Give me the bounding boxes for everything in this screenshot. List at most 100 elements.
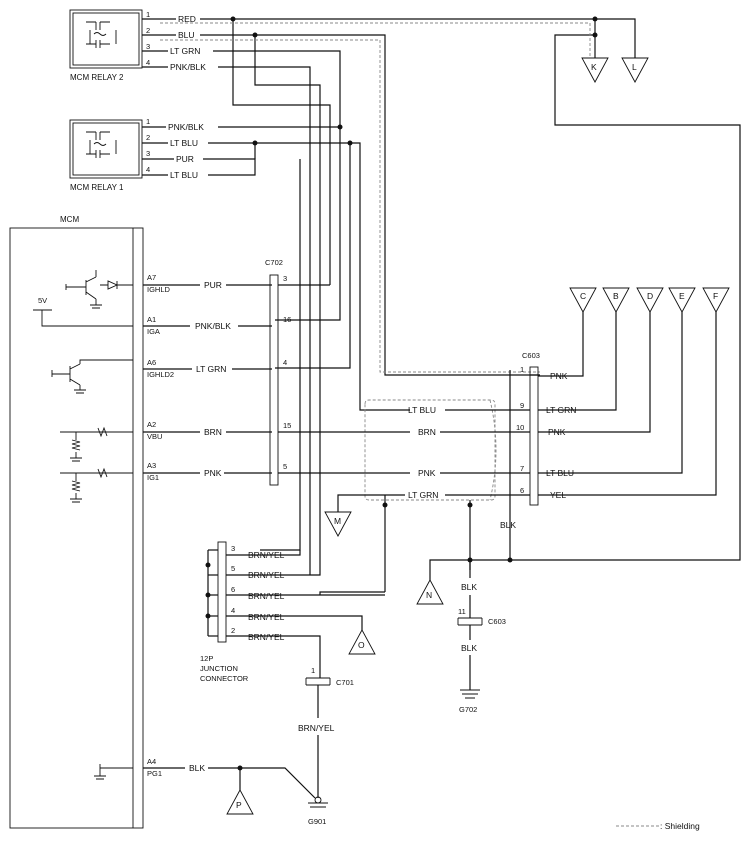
relay1-wire-pur: PUR (176, 154, 194, 164)
svg-text:B: B (613, 291, 619, 301)
relay2-pin-1: 1 (146, 10, 150, 19)
mcm-pin-a3: A3 (147, 461, 156, 470)
relay1-pin-2: 2 (146, 133, 150, 142)
c603-lower-label: C603 (488, 617, 506, 626)
c702-pin-3: 3 (283, 274, 287, 283)
c702-pin-5: 5 (283, 462, 287, 471)
mcm-title: MCM (60, 215, 79, 224)
c603-right-pin-1: 1 (520, 365, 524, 374)
relay1-title: MCM RELAY 1 (70, 183, 124, 192)
relay1-wire-ltblu: LT BLU (170, 138, 198, 148)
junction-pin-5: 5 (231, 564, 235, 573)
junction-title-2: JUNCTION (200, 664, 238, 673)
mcm-pin-a4: A4 (147, 757, 156, 766)
connector-d: D (636, 287, 664, 313)
mcm-name-ighld2: IGHLD2 (147, 370, 174, 379)
svg-text:D: D (647, 291, 653, 301)
c702-label: C702 (265, 258, 283, 267)
c701-wire: BRN/YEL (298, 723, 335, 733)
relay2-wires (200, 18, 636, 575)
kl-feed (470, 19, 741, 561)
c701-connector (305, 677, 331, 686)
mcm-5v: 5V (38, 296, 47, 305)
c603-lower-pin: 11 (458, 607, 466, 616)
relay2-pin-4: 4 (146, 58, 150, 67)
c702-pin-4: 4 (283, 358, 287, 367)
transistor-icon (51, 359, 133, 394)
mcm-wire-blk: BLK (189, 763, 205, 773)
relay1-pin-4: 4 (146, 165, 150, 174)
connector-e: E (668, 287, 696, 313)
mcm-name-ighld: IGHLD (147, 285, 171, 294)
c603-left-ltgrn: LT GRN (408, 490, 438, 500)
junction-title-3: CONNECTOR (200, 674, 249, 683)
ground-icon-g702 (460, 689, 480, 699)
junction-wire-6: BRN/YEL (248, 591, 285, 601)
junction-wire-2: BRN/YEL (248, 632, 285, 642)
c603-lower-wire-top: BLK (461, 582, 477, 592)
c603-lower-wire-bottom: BLK (461, 643, 477, 653)
svg-text:C: C (580, 291, 586, 301)
connector-n: N (416, 579, 444, 605)
connector-m: M (324, 511, 352, 537)
relay1-pin-3: 3 (146, 149, 150, 158)
resistor-cap-icon-2 (60, 467, 133, 503)
mcm-wire-pnk: PNK (204, 468, 222, 478)
connector-p: P (226, 789, 254, 815)
c702-pin-16: 16 (283, 315, 291, 324)
mcm-unit: MCM A7 IGHLD PUR 5V A1 IGA PNK/BLK A6 IG… (9, 215, 316, 829)
junction-dots (205, 16, 598, 771)
c603-pin-9: 9 (520, 401, 524, 410)
resistor-cap-icon-1 (60, 426, 133, 462)
junction-pin-4: 4 (231, 606, 235, 615)
mcm-relay-1: MCM RELAY 1 1 2 3 4 PNK/BLK LT BLU PUR L… (69, 117, 204, 192)
c603-pin-10: 10 (516, 423, 524, 432)
junction-pin-6: 6 (231, 585, 235, 594)
mcm-pin-a1: A1 (147, 315, 156, 324)
mcm-wire-brn: BRN (204, 427, 222, 437)
c701-g901: 1 C701 BRN/YEL G901 (239, 666, 354, 826)
connector-l: L (621, 57, 649, 83)
relay2-wire-ltgrn: LT GRN (170, 46, 200, 56)
relay1-pin-1: 1 (146, 117, 150, 126)
c603-blk-label: BLK (500, 520, 516, 530)
mcm-wire-pur: PUR (204, 280, 222, 290)
junction-pin-3: 3 (231, 544, 235, 553)
svg-text:N: N (426, 590, 432, 600)
connector-c: C (569, 287, 597, 313)
shielding-lines (160, 22, 591, 501)
relay2-wire-blu: BLU (178, 30, 195, 40)
svg-text:M: M (334, 516, 341, 526)
c603-lower-ground: BLK 11 C603 BLK G702 (429, 559, 506, 714)
g702-label: G702 (459, 705, 477, 714)
connector-f: F (702, 287, 730, 313)
c603-body (529, 366, 539, 506)
junction-pin-2: 2 (231, 626, 235, 635)
mcm-pin-a2: A2 (147, 420, 156, 429)
c603-left-ltblu: LT BLU (408, 405, 436, 415)
c603-left-pnk: PNK (418, 468, 436, 478)
relay1-coil-icon (86, 131, 117, 158)
transistor-diode-icon (65, 270, 133, 309)
junction-connector: 3 5 6 4 2 BRN/YEL BRN/YEL BRN/YEL BRN/YE… (200, 541, 385, 683)
mcm-wire-ltgrn: LT GRN (196, 364, 226, 374)
relay1-wires (203, 126, 410, 551)
mcm-name-pg1: PG1 (147, 769, 162, 778)
junction-wire-4: BRN/YEL (248, 612, 285, 622)
mcm-pin-a7: A7 (147, 273, 156, 282)
relay2-title: MCM RELAY 2 (70, 73, 124, 82)
mcm-relay-2: MCM RELAY 2 1 2 3 4 RED BLU LT GRN PNK/B… (69, 9, 206, 82)
mcm-name-ig1: IG1 (147, 473, 159, 482)
connector-b: B (602, 287, 630, 313)
relay2-inner-box (72, 12, 140, 66)
mcm-name-iga: IGA (147, 327, 160, 336)
relay2-wire-red: RED (178, 14, 196, 24)
ground-icon-g901 (308, 802, 328, 808)
c603-pin-7: 7 (520, 464, 524, 473)
c702-body (269, 274, 279, 486)
relay1-wire-pnkblk: PNK/BLK (168, 122, 204, 132)
relay2-pin-2: 2 (146, 26, 150, 35)
svg-text:K: K (591, 62, 597, 72)
